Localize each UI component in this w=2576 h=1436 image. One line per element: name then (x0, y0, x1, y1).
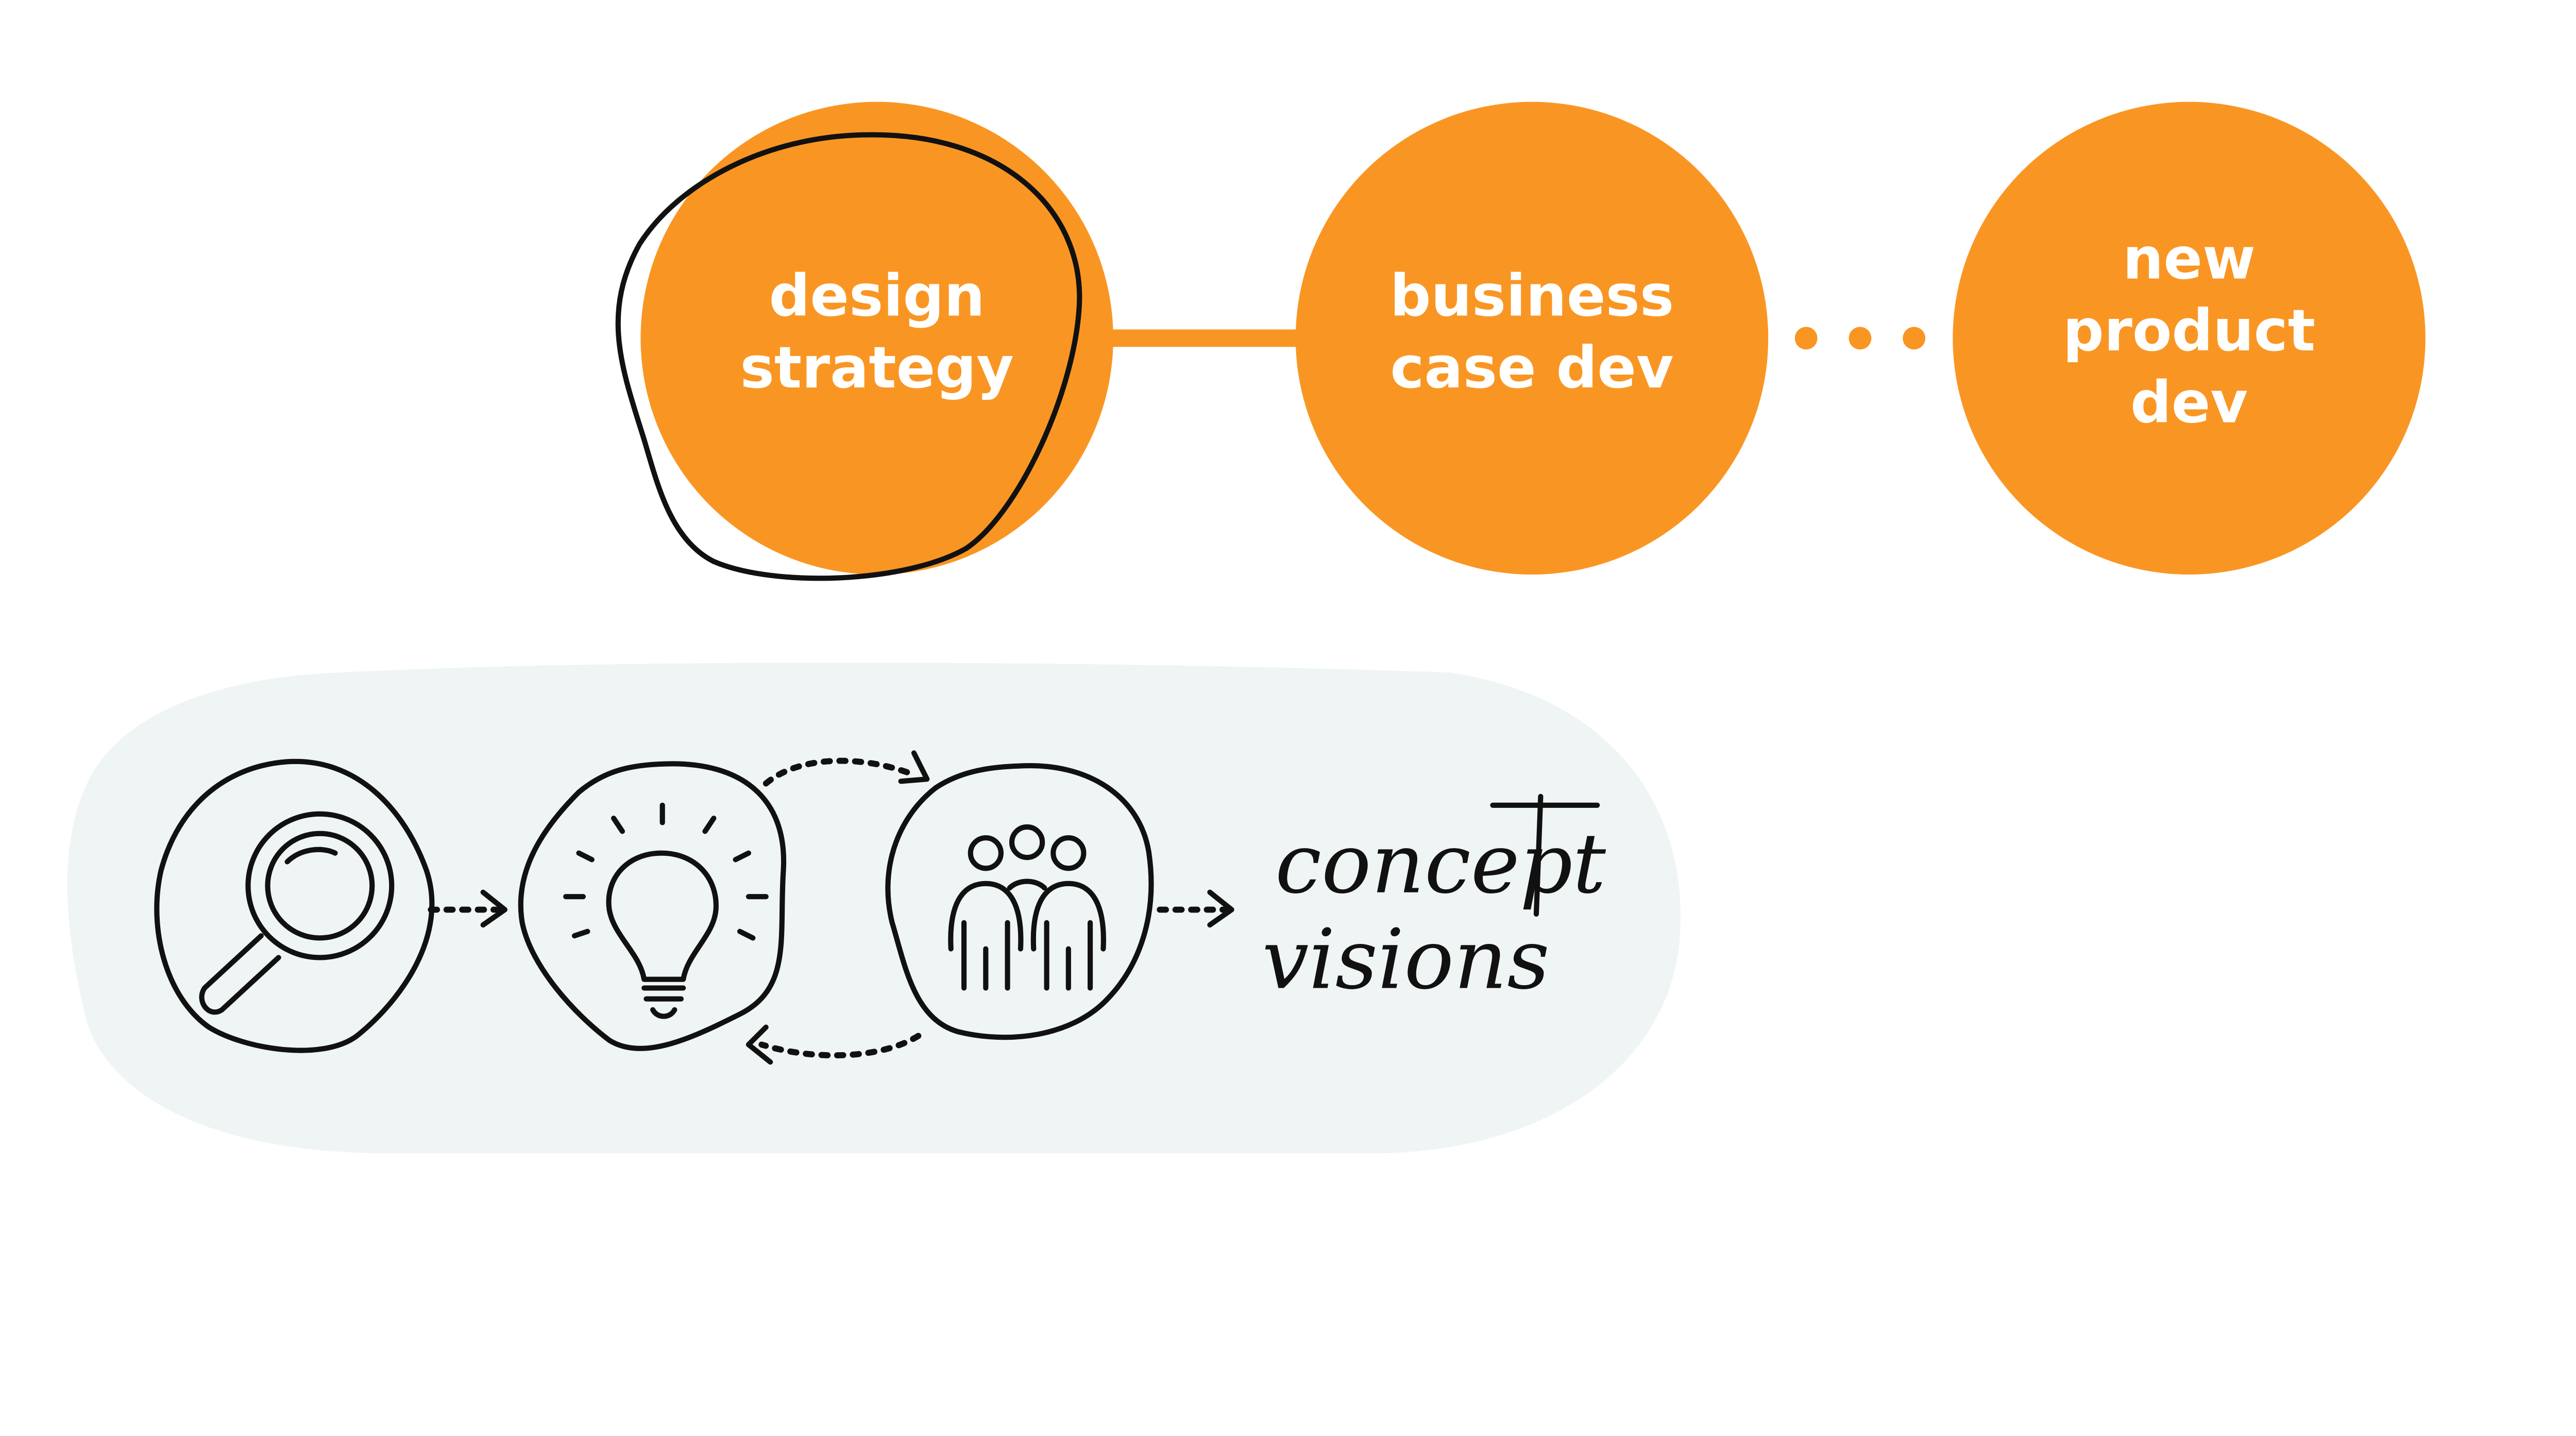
ellipsis-dot (1849, 327, 1872, 350)
output-label-line: concept (1275, 816, 1606, 912)
lightbulb-icon (518, 761, 787, 1051)
stage-label: business (1390, 263, 1674, 329)
ellipsis-dot (1903, 327, 1926, 350)
arrowhead (745, 1024, 773, 1065)
stage-design-strategy: design strategy (615, 102, 1113, 581)
output-label-line: visions (1262, 911, 1550, 1008)
stage-label: new (2123, 226, 2256, 293)
highlight-scribble (615, 132, 1082, 581)
process-panel: concept visions (67, 662, 1681, 1154)
feedback-arrow-top (762, 757, 917, 787)
stage-label: design (769, 263, 985, 329)
stage-new-product-dev: new product dev (1953, 102, 2426, 575)
arrowhead (898, 750, 930, 784)
design-process-diagram: design strategy business case dev new pr… (67, 102, 2426, 1154)
stage-label: product (2063, 298, 2315, 364)
output-label: concept visions (1262, 793, 1606, 1008)
stage-label: case dev (1390, 335, 1673, 401)
ellipsis-dot (1794, 327, 1818, 350)
people-icon (885, 763, 1154, 1040)
stage-label: dev (2130, 369, 2248, 436)
stage-row: design strategy business case dev new pr… (615, 102, 2426, 581)
stage-business-case-dev: business case dev (1295, 102, 1769, 575)
arrowhead (1207, 889, 1234, 928)
connector-line (1105, 329, 1306, 347)
feedback-arrow-bottom (758, 1033, 922, 1059)
arrowhead (480, 889, 507, 928)
stage-label: strategy (740, 335, 1013, 401)
magnifier-icon (154, 758, 435, 1053)
